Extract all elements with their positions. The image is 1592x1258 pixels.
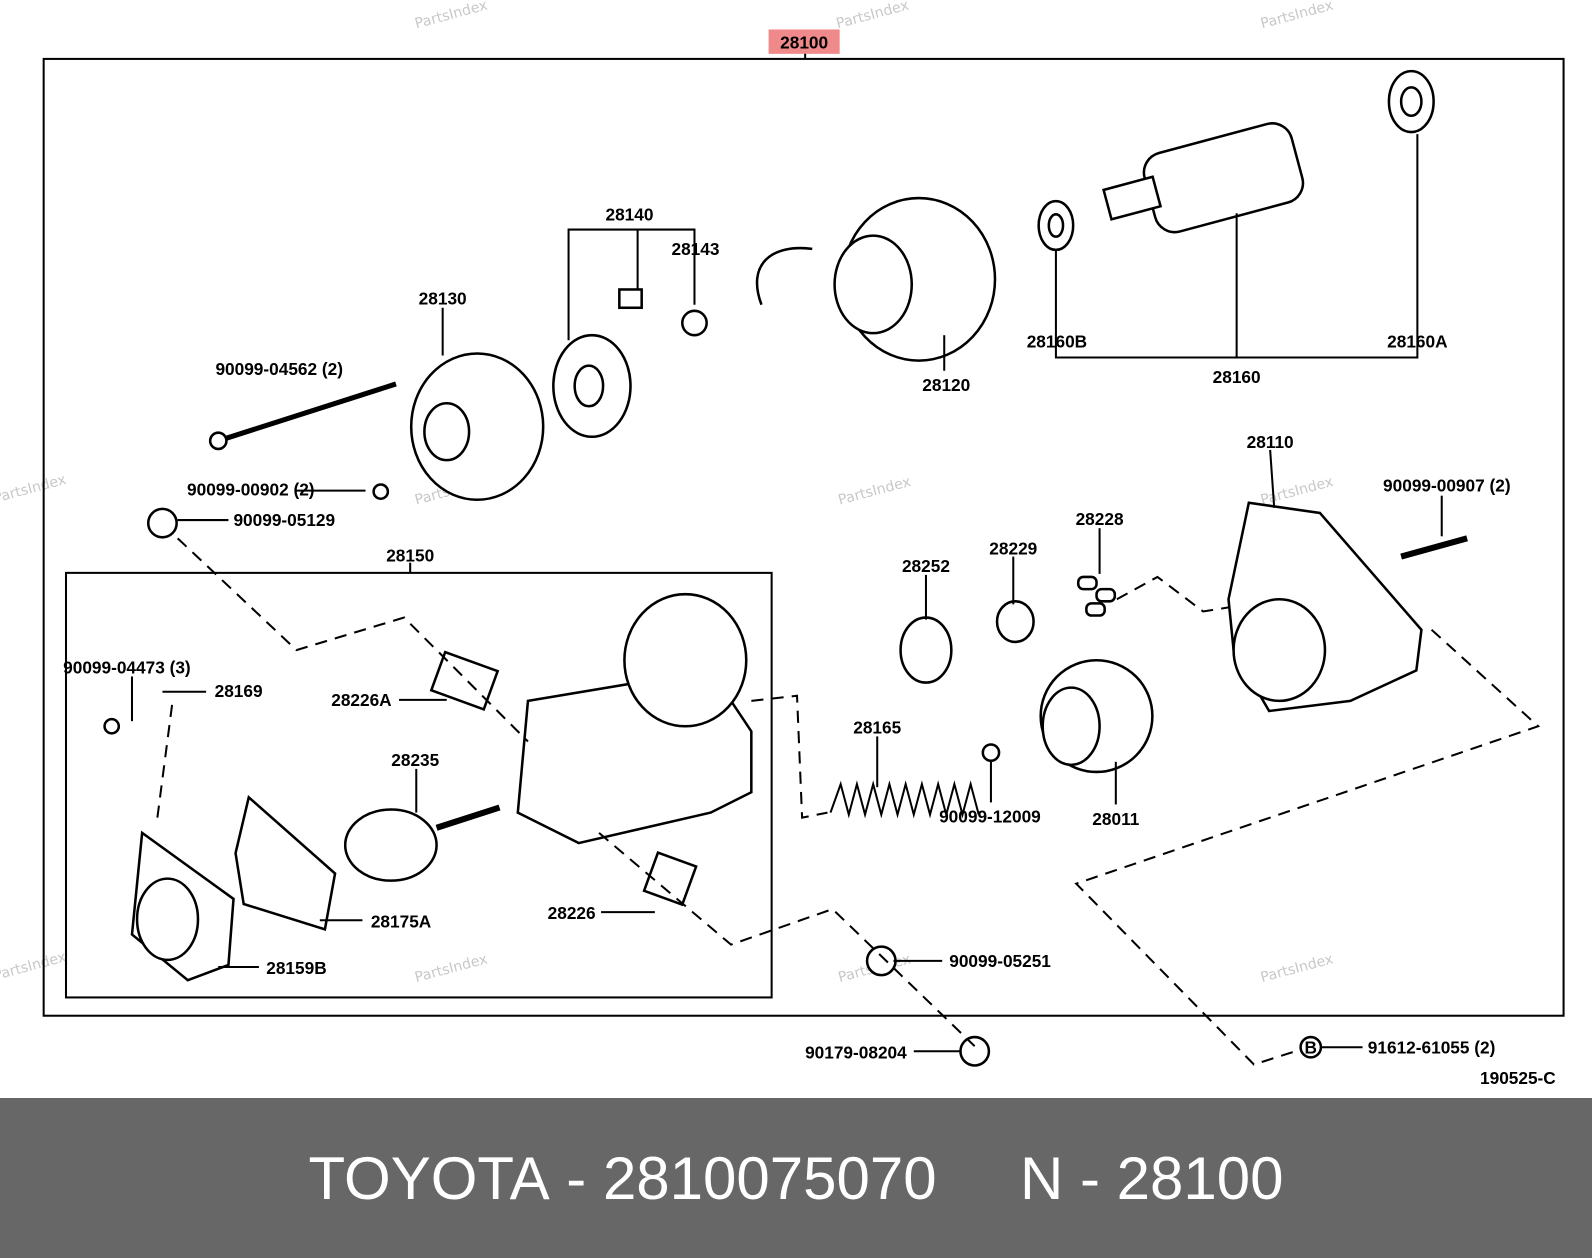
assembly-label[interactable]: 28100	[780, 33, 828, 53]
label-90099-00902[interactable]: 90099-00902 (2)	[187, 480, 315, 500]
short-prefix: N	[1020, 1144, 1064, 1212]
watermark: PartsIndex	[0, 949, 68, 984]
watermark: PartsIndex	[0, 472, 68, 507]
label-28165[interactable]: 28165	[853, 717, 901, 737]
label-28143[interactable]: 28143	[672, 239, 720, 259]
label-28175A[interactable]: 28175A	[371, 911, 431, 931]
label-28228[interactable]: 28228	[1076, 509, 1124, 529]
label-90099-04562[interactable]: 90099-04562 (2)	[215, 359, 343, 379]
label-28160A[interactable]: 28160A	[1387, 331, 1447, 351]
label-28140[interactable]: 28140	[606, 204, 654, 224]
label-90179-08204[interactable]: 90179-08204	[805, 1042, 907, 1062]
sub-assembly-frame-28150	[64, 571, 773, 999]
dashed-lines	[156, 537, 1541, 1066]
label-28160B[interactable]: 28160B	[1027, 331, 1087, 351]
label-90099-00907[interactable]: 90099-00907 (2)	[1383, 476, 1511, 496]
short-code: 28100	[1116, 1144, 1284, 1212]
separator: -	[549, 1144, 603, 1212]
separator: -	[1063, 1144, 1117, 1212]
part-shapes: B	[103, 69, 1468, 1067]
marker-b: B	[1305, 1037, 1317, 1057]
label-90099-04473[interactable]: 90099-04473 (3)	[63, 657, 191, 677]
label-90099-12009[interactable]: 90099-12009	[939, 807, 1041, 827]
watermark: PartsIndex	[413, 951, 489, 986]
label-28120[interactable]: 28120	[922, 375, 970, 395]
label-28235[interactable]: 28235	[391, 750, 439, 770]
label-28150[interactable]: 28150	[386, 546, 434, 566]
leader-lines	[130, 134, 1443, 1053]
watermark: PartsIndex	[1259, 951, 1335, 986]
label-28226[interactable]: 28226	[548, 903, 596, 923]
label-91612-61055[interactable]: 91612-61055 (2)	[1368, 1037, 1496, 1057]
label-28169[interactable]: 28169	[215, 681, 263, 701]
label-28229[interactable]: 28229	[989, 539, 1037, 559]
label-28159B[interactable]: 28159B	[266, 958, 326, 978]
parts-diagram: PartsIndex PartsIndex PartsIndex PartsIn…	[0, 0, 1565, 1088]
watermark: PartsIndex	[1259, 474, 1335, 509]
footer-bar: TOYOTA - 2810075070 N - 28100	[0, 1098, 1592, 1258]
label-28160[interactable]: 28160	[1213, 367, 1261, 387]
label-28130[interactable]: 28130	[419, 289, 467, 309]
label-90099-05129[interactable]: 90099-05129	[233, 510, 335, 530]
part-number: 2810075070	[602, 1144, 937, 1212]
watermark: PartsIndex	[413, 0, 489, 32]
part-labels: 28140 28143 28130 90099-04562 (2) 28120 …	[63, 204, 1556, 1087]
assembly-frame	[42, 57, 1565, 1017]
label-28226A[interactable]: 28226A	[331, 690, 391, 710]
label-28110[interactable]: 28110	[1247, 432, 1294, 452]
diagram-code: 190525-C	[1480, 1068, 1556, 1088]
label-28252[interactable]: 28252	[902, 556, 950, 576]
assembly-label-highlight	[768, 29, 840, 54]
brand: TOYOTA	[308, 1144, 550, 1212]
watermark: PartsIndex	[835, 0, 911, 32]
watermark: PartsIndex	[837, 474, 913, 509]
spacer	[937, 1144, 1020, 1213]
label-28011[interactable]: 28011	[1092, 809, 1139, 829]
label-90099-05251[interactable]: 90099-05251	[949, 951, 1051, 971]
watermark: PartsIndex	[1259, 0, 1335, 32]
